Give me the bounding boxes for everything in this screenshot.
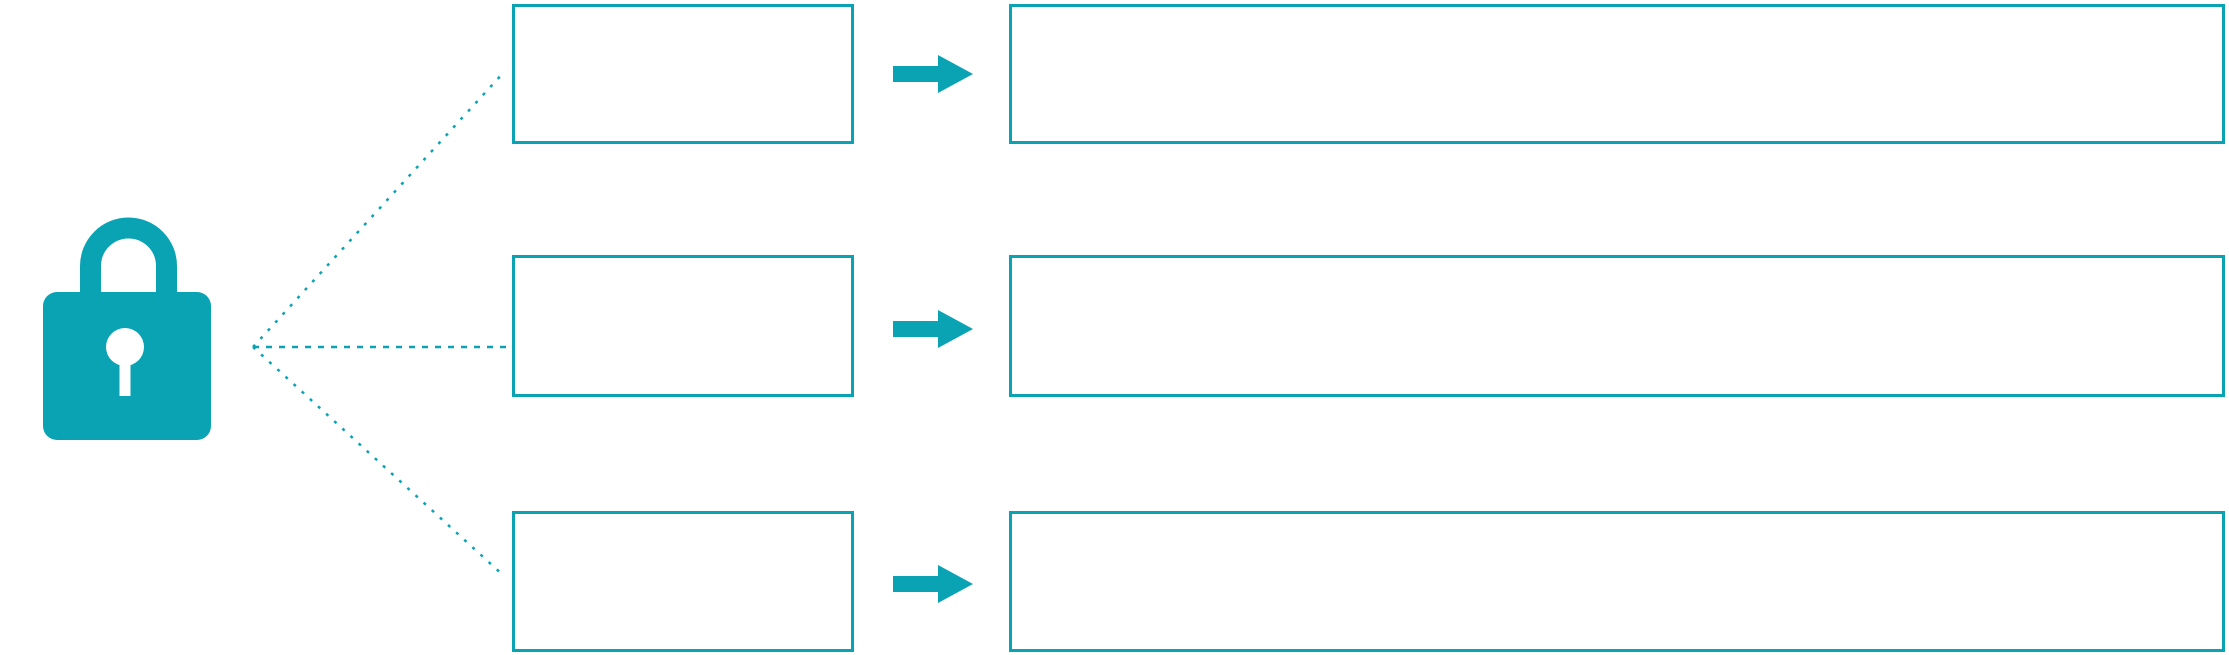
term-box-2 xyxy=(512,255,854,397)
description-box-2 xyxy=(1009,255,2225,397)
lock-shackle xyxy=(80,217,177,317)
term-box-3 xyxy=(512,511,854,652)
arrow-right-icon xyxy=(893,55,973,93)
connector-line-bottom xyxy=(252,346,505,577)
flow-arrows xyxy=(893,55,973,603)
description-box-3 xyxy=(1009,511,2225,652)
arrow-right-icon xyxy=(893,565,973,603)
connector-lines xyxy=(252,71,506,577)
term-box-1 xyxy=(512,4,854,144)
lock-keyhole-circle xyxy=(106,328,144,366)
lock-icon xyxy=(43,217,211,440)
lock-keyhole-stem xyxy=(119,350,131,396)
connector-line-top xyxy=(252,71,505,348)
arrow-right-icon xyxy=(893,310,973,348)
description-box-1 xyxy=(1009,4,2225,144)
